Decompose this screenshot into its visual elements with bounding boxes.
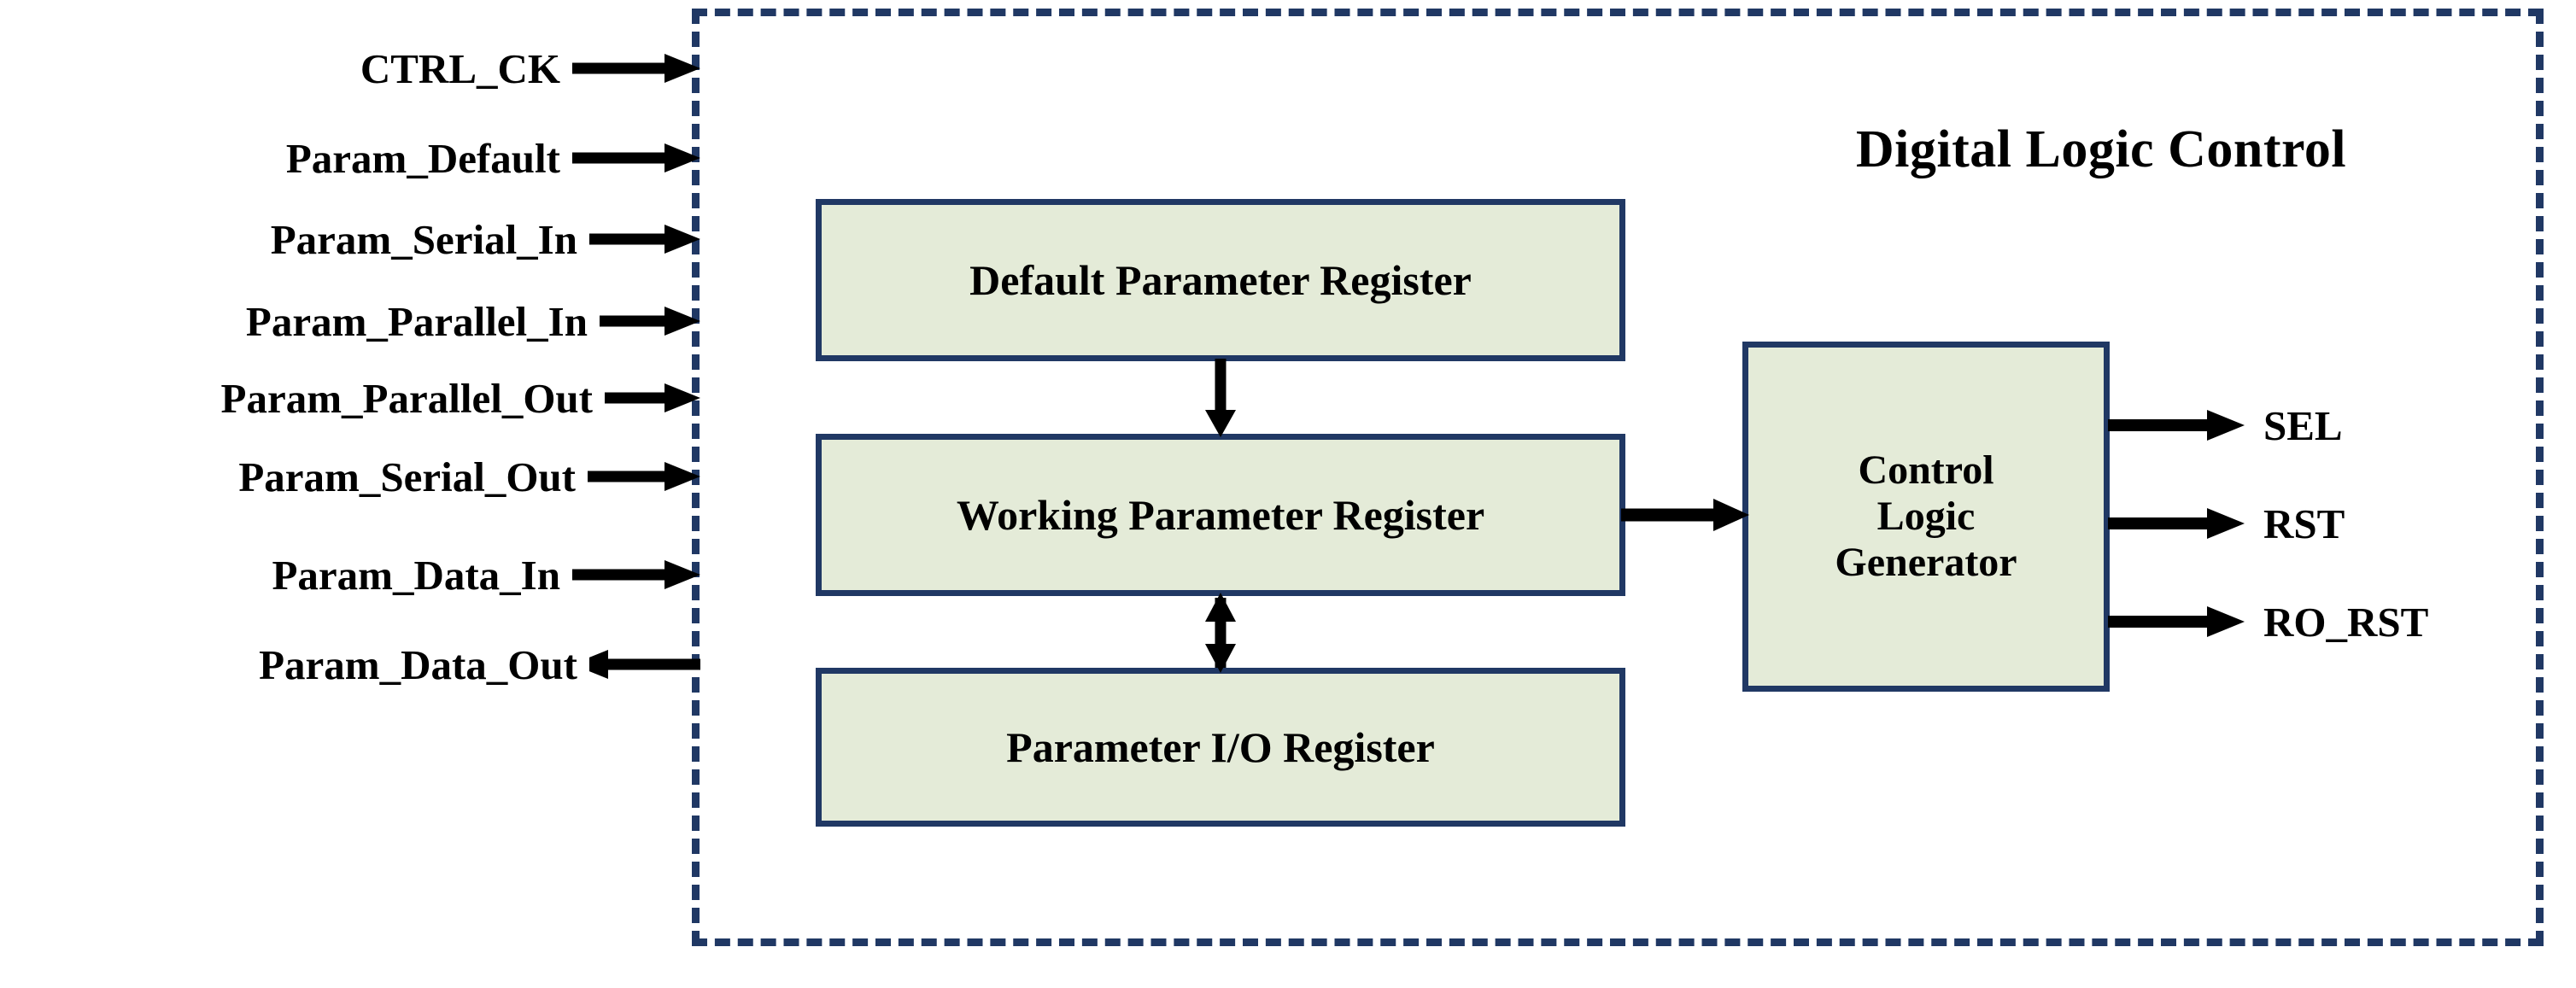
block-label-parameter-io-register: Parameter I/O Register <box>1006 723 1435 771</box>
block-label-control-logic-generator: Control Logic Generator <box>1835 447 2017 585</box>
output-label-rst: RST <box>2263 500 2345 547</box>
block-default-parameter-register: Default Parameter Register <box>816 199 1625 361</box>
block-parameter-io-register: Parameter I/O Register <box>816 668 1625 827</box>
signal-row-param-parallel-out: Param_Parallel_Out <box>9 374 700 422</box>
signal-row-ctrl-ck: CTRL_CK <box>51 44 700 92</box>
module-title: Digital Logic Control <box>1855 120 2347 178</box>
arrow-right-icon <box>605 381 700 415</box>
signal-label-param-default: Param_Default <box>285 134 560 182</box>
block-label-working-parameter-register: Working Parameter Register <box>956 491 1485 539</box>
signal-row-param-data-out: Param_Data_Out <box>34 640 700 688</box>
arrow-right-icon <box>589 222 700 256</box>
arrow-right-icon <box>2108 408 2245 442</box>
signal-row-param-serial-out: Param_Serial_Out <box>26 453 700 500</box>
signal-label-param-data-in: Param_Data_In <box>272 551 560 599</box>
output-label-sel: SEL <box>2263 401 2343 449</box>
signal-label-ctrl-ck: CTRL_CK <box>360 44 560 92</box>
arrow-right-icon <box>572 558 700 592</box>
arrow-right-icon <box>2108 605 2245 639</box>
signal-row-param-data-in: Param_Data_In <box>51 551 700 599</box>
output-label-ro-rst: RO_RST <box>2263 598 2429 646</box>
signal-label-param-data-out: Param_Data_Out <box>259 640 577 688</box>
output-row-sel: SEL <box>2108 401 2343 449</box>
block-label-default-parameter-register: Default Parameter Register <box>969 256 1472 304</box>
signal-row-param-default: Param_Default <box>51 134 700 182</box>
arrow-right-icon <box>588 459 700 494</box>
arrow-right-icon <box>572 51 700 85</box>
signal-label-param-serial-in: Param_Serial_In <box>270 215 577 263</box>
output-row-ro-rst: RO_RST <box>2108 598 2428 646</box>
arrow-right-icon <box>2108 506 2245 541</box>
output-row-rst: RST <box>2108 500 2345 547</box>
arrow-left-icon <box>572 647 700 681</box>
signal-label-param-parallel-in: Param_Parallel_In <box>245 297 588 345</box>
signal-row-param-serial-in: Param_Serial_In <box>34 215 700 263</box>
signal-row-param-parallel-in: Param_Parallel_In <box>17 297 700 345</box>
arrow-right-icon <box>572 141 700 175</box>
block-working-parameter-register: Working Parameter Register <box>816 434 1625 596</box>
arrow-right-icon <box>600 304 700 338</box>
signal-label-param-serial-out: Param_Serial_Out <box>238 453 576 500</box>
signal-label-param-parallel-out: Param_Parallel_Out <box>220 374 593 422</box>
block-control-logic-generator: Control Logic Generator <box>1742 342 2110 692</box>
